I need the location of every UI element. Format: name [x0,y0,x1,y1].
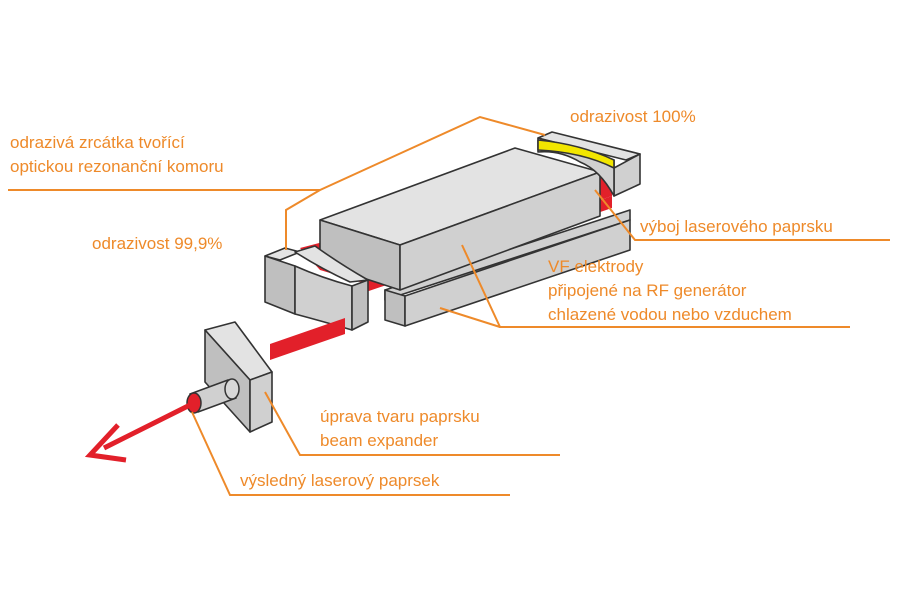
leader-expander [264,391,560,456]
label-reflectivity-partial: odrazivost 99,9% [92,234,222,253]
label-shaping-line2: beam expander [320,431,438,450]
leader-electrodes-lower [439,307,501,328]
output-tube [186,378,240,414]
front-mirror [264,245,369,331]
leader-mirrors-front [285,189,321,250]
label-mirrors-line1: odrazivá zrcátka tvořící [10,133,185,152]
rear-mirror-reflective-coating [537,139,615,169]
leader-lines [8,115,890,496]
output-beam-segment [270,318,345,360]
label-discharge: výboj laserového paprsku [640,217,833,236]
label-shaping-line1: úprava tvaru paprsku [320,407,480,426]
label-output-beam: výsledný laserový paprsek [240,471,440,490]
label-mirrors-line2: optickou rezonanční komoru [10,157,224,176]
label-electrodes-line3: chlazené vodou nebo vzduchem [548,305,792,324]
labels: odrazivá zrcátka tvořící optickou rezona… [10,107,833,490]
label-electrodes-line1: VF elektrody [548,257,644,276]
leader-mirrors [8,115,546,191]
leader-output [191,411,510,496]
rear-mirror [537,131,641,197]
lower-electrode-block [384,209,631,327]
leader-discharge [594,189,890,241]
beam-expander [204,321,273,433]
label-reflectivity-full: odrazivost 100% [570,107,696,126]
laser-output-arrow [84,401,194,463]
label-electrodes-line2: připojené na RF generátor [548,281,747,300]
